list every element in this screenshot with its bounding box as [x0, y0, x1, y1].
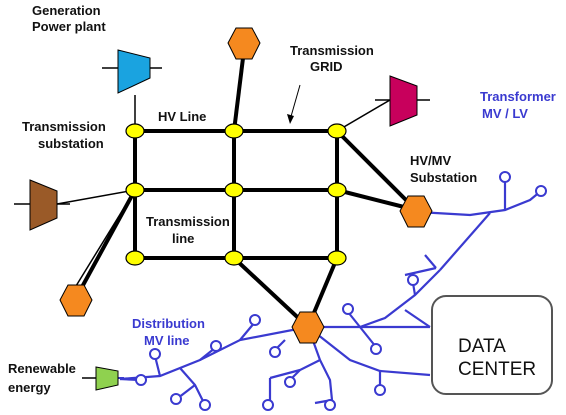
distribution-branch [289, 359, 321, 381]
label-generation-2: Power plant [32, 19, 106, 34]
load-endpoint-circle-icon [249, 314, 261, 326]
load-endpoint-circle-icon [135, 374, 147, 386]
grid-line-to-left-substation [74, 189, 137, 299]
substation-hexagon-icon [399, 195, 433, 228]
load-endpoint-circle-icon [324, 399, 336, 411]
load-endpoint-circle-icon [499, 171, 511, 183]
label-transmission-substation-1: Transmission [22, 119, 106, 134]
distribution-switch-arm [404, 266, 437, 277]
load-endpoint-circle-icon [269, 346, 281, 358]
label-transmission-line-2: line [172, 231, 194, 246]
load-endpoint-circle-icon [262, 399, 274, 411]
distribution-endpoints [135, 171, 547, 411]
label-renewable-1: Renewable [8, 361, 76, 376]
label-renewable-2: energy [8, 380, 51, 395]
grid-node-circle-icon [224, 182, 244, 198]
load-endpoint-circle-icon [370, 343, 382, 355]
generator-trapezoid-icon [95, 366, 119, 391]
label-transmission-line-1: Transmission [146, 214, 230, 229]
grid-node-circle-icon [125, 182, 145, 198]
grid-node-circle-icon [125, 123, 145, 139]
load-endpoint-circle-icon [199, 399, 211, 411]
label-transmission-grid-2: GRID [310, 59, 343, 74]
distribution-line-down [439, 212, 491, 271]
grid-node-circle-icon [224, 123, 244, 139]
load-endpoint-circle-icon [535, 185, 547, 197]
load-endpoint-circle-icon [284, 376, 296, 388]
label-transmission-substation-2: substation [38, 136, 104, 151]
grid-node-circle-icon [125, 250, 145, 266]
label-distribution-2: MV line [144, 333, 190, 348]
generator-trapezoid-icon [29, 179, 58, 231]
distribution-network [119, 180, 542, 406]
label-hvmv-1: HV/MV [410, 153, 452, 168]
grid-node-circle-icon [224, 250, 244, 266]
distribution-switch [424, 254, 437, 269]
generator-renewable [82, 366, 124, 391]
load-endpoint-circle-icon [342, 303, 354, 315]
grid-line-to-bottom-substation-a [232, 256, 310, 329]
substation-hexagon-icon [227, 27, 261, 60]
grid-line-to-hvmv-diag [335, 129, 418, 212]
connector-brown-generator [56, 189, 136, 205]
label-hv-line: HV Line [158, 109, 206, 124]
generator-brown [14, 179, 70, 231]
load-endpoint-circle-icon [210, 340, 222, 352]
substation-hexagon-icon [59, 284, 93, 317]
distribution-branch [404, 309, 431, 328]
connector-magenta-generator [336, 99, 391, 132]
grid-node-circle-icon [327, 123, 347, 139]
grid-node-circle-icon [327, 182, 347, 198]
grid-node-circle-icon [327, 250, 347, 266]
distribution-branch [269, 368, 301, 380]
load-endpoint-circle-icon [407, 274, 419, 286]
label-distribution-1: Distribution [132, 316, 205, 331]
substation-hexagon-icon [291, 311, 325, 344]
generator-blue [102, 49, 162, 94]
generator-trapezoid-icon [117, 49, 151, 94]
grid-label-pointer [287, 84, 301, 124]
data-center: DATA CENTER [431, 295, 553, 395]
label-hvmv-2: Substation [410, 170, 477, 185]
load-endpoint-circle-icon [170, 393, 182, 405]
distribution-line-to-dc [359, 269, 441, 329]
label-transformer-1: Transformer [480, 89, 556, 104]
generator-trapezoid-icon [389, 75, 418, 127]
grid-nodes [125, 123, 347, 266]
distribution-line-transformer [417, 190, 542, 217]
generator-magenta [375, 75, 430, 127]
substations [59, 27, 433, 344]
load-endpoint-circle-icon [374, 384, 386, 396]
data-center-label-1: DATA [458, 336, 506, 357]
data-center-label-2: CENTER [458, 359, 536, 380]
load-endpoint-circle-icon [149, 348, 161, 360]
label-generation-1: Generation [32, 3, 101, 18]
grid-line-to-top-substation [232, 49, 246, 132]
label-transformer-2: MV / LV [482, 106, 528, 121]
distribution-line-southeast [307, 326, 431, 377]
label-transmission-grid-1: Transmission [290, 43, 374, 58]
